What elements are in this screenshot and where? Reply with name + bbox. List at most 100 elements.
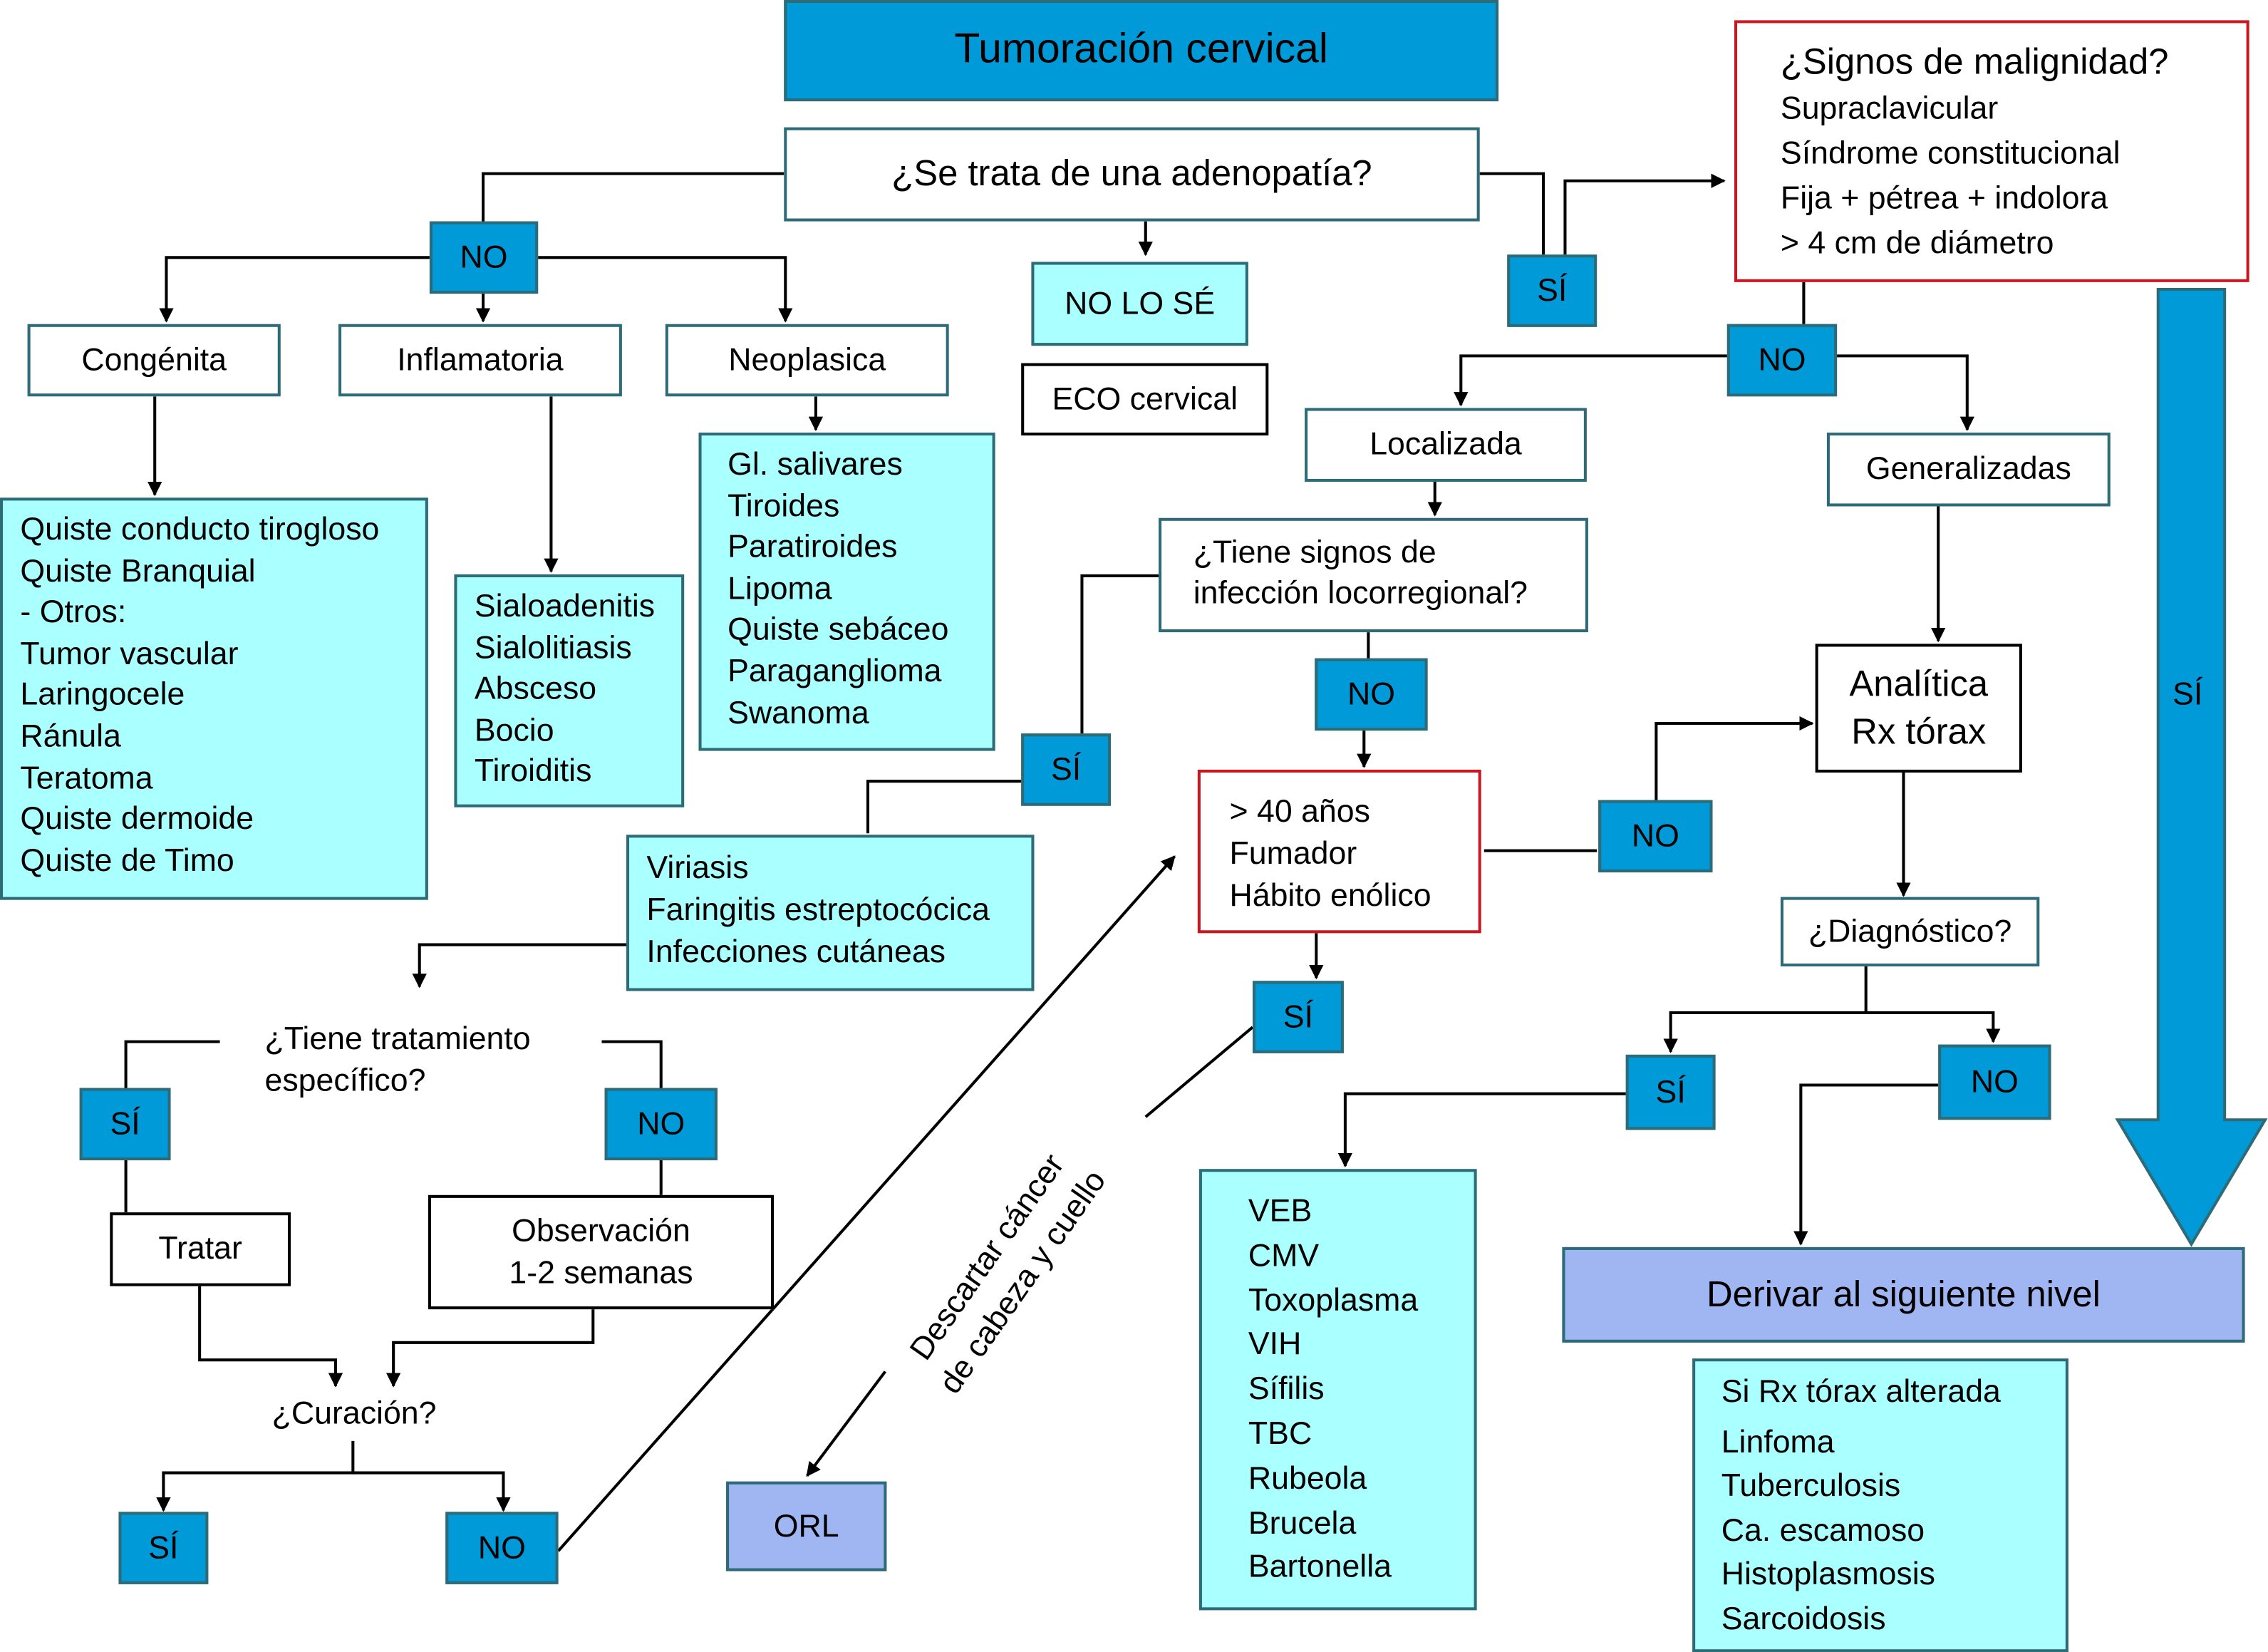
neoplasica-box: Neoplasica — [665, 324, 949, 397]
line-tratamiento-no — [601, 1040, 663, 1088]
list-item: Paraganglioma — [727, 652, 942, 689]
infeccion-question: ¿Tiene signos de infección locorregional… — [1159, 517, 1588, 633]
decision-no-riesgo: NO — [1598, 800, 1713, 873]
list-item: Quiste dermoide — [20, 800, 254, 837]
localizada-box: Localizada — [1305, 408, 1587, 482]
tratamiento-question-line: ¿Tiene tratamiento — [264, 1020, 531, 1056]
list-item: Viriasis — [646, 849, 749, 886]
arrow-diagnostico-no — [1865, 1011, 2001, 1043]
arrow-si-malignidad — [1563, 173, 1726, 255]
list-item: Fumador — [1229, 835, 1357, 872]
question-adenopatia: ¿Se trata de una adenopatía? — [784, 127, 1480, 222]
decision-no-infeccion: NO — [1315, 658, 1428, 731]
list-item: Quiste conducto tirogloso — [20, 510, 380, 547]
arrow-descartar-orl — [806, 1370, 886, 1477]
list-item: Faringitis estreptocócica — [646, 891, 990, 928]
arrow-diagnostico-si — [1663, 966, 1868, 1053]
decision-no-diagnostico: NO — [1938, 1044, 2051, 1120]
tratar-box: Tratar — [110, 1212, 291, 1286]
list-item: TBC — [1248, 1415, 1312, 1452]
localizada-text: Localizada — [1369, 425, 1522, 462]
derivar-text: Derivar al siguiente nivel — [1707, 1274, 2101, 1315]
congenita-box: Congénita — [27, 324, 281, 397]
line-adenopatia-no — [481, 172, 785, 222]
decision-no-adenopatia: NO — [429, 221, 539, 294]
list-item: Ránula — [20, 717, 121, 754]
neoplasica-list: Gl. salivares Tiroides Paratiroides Lipo… — [698, 432, 995, 751]
malignidad-title: ¿Signos de malignidad? — [1780, 41, 2169, 83]
list-item: Sífilis — [1248, 1370, 1325, 1407]
arrow-observacion-curacion — [386, 1309, 595, 1388]
congenita-text: Congénita — [81, 341, 227, 378]
list-item: Linfoma — [1721, 1423, 1835, 1460]
arrow-tratar-curacion — [198, 1286, 343, 1388]
title-text: Tumoración cervical — [954, 26, 1328, 73]
decision-si-tratamiento: SÍ — [79, 1088, 171, 1161]
line-tratamiento-si — [124, 1040, 220, 1088]
list-item: Teratoma — [20, 758, 153, 795]
list-item: > 40 años — [1229, 793, 1370, 830]
list-item: Quiste Branquial — [20, 552, 256, 589]
list-item: VIH — [1248, 1326, 1302, 1363]
rx-alterada-box: Si Rx tórax alterada Linfoma Tuberculosi… — [1692, 1358, 2068, 1652]
list-item: Swanoma — [727, 693, 869, 731]
list-item: Histoplasmosis — [1721, 1555, 1936, 1591]
decision-no-malignidad: NO — [1726, 324, 1838, 397]
tratamiento-question-line: específico? — [264, 1062, 426, 1098]
list-item: Sialoadenitis — [474, 587, 656, 624]
list-item: Sarcoidosis — [1721, 1599, 1886, 1636]
question-adenopatia-text: ¿Se trata de una adenopatía? — [891, 153, 1372, 195]
no-label: NO — [1631, 817, 1679, 854]
si-label: SÍ — [1283, 998, 1314, 1034]
decision-no-curacion: NO — [445, 1512, 559, 1584]
decision-si-riesgo: SÍ — [1252, 981, 1344, 1053]
generalizadas-text: Generalizadas — [1865, 450, 2071, 487]
eco-cervical-box: ECO cervical — [1021, 363, 1269, 436]
list-item: Laringocele — [20, 676, 185, 713]
arrow-no-generalizadas — [1837, 354, 1974, 431]
si-label: SÍ — [1537, 272, 1568, 308]
inflamatoria-text: Inflamatoria — [397, 341, 564, 378]
list-item: Gl. salivares — [727, 445, 903, 482]
si-label: SÍ — [1050, 750, 1082, 787]
analitica-line: Analítica — [1849, 664, 1989, 705]
si-label: SÍ — [1655, 1073, 1686, 1110]
list-item: Hábito enólico — [1229, 877, 1431, 913]
list-item: CMV — [1248, 1237, 1320, 1273]
tratamiento-question: ¿Tiene tratamiento específico? — [264, 1017, 530, 1101]
orl-text: ORL — [773, 1507, 839, 1544]
list-item: Paratiroides — [727, 528, 898, 565]
riesgo-box: > 40 años Fumador Hábito enólico — [1197, 769, 1481, 934]
decision-si-infeccion: SÍ — [1021, 733, 1112, 806]
list-item: Quiste de Timo — [20, 841, 234, 878]
diagnostico-box: ¿Diagnóstico? — [1780, 897, 2040, 967]
infecciones-gen-list: VEB CMV Toxoplasma VIH Sífilis TBC Rubeo… — [1198, 1169, 1477, 1611]
arrow-curacion-si — [156, 1440, 355, 1512]
malignidad-box: ¿Signos de malignidad? Supraclavicular S… — [1734, 20, 2249, 282]
inflamatoria-list: Sialoadenitis Sialolitiasis Absceso Boci… — [454, 574, 685, 807]
eco-cervical-text: ECO cervical — [1052, 380, 1238, 417]
decision-si-adenopatia: SÍ — [1507, 254, 1598, 327]
analitica-box: Analítica Rx tórax — [1815, 644, 2022, 773]
rx-alterada-title: Si Rx tórax alterada — [1721, 1373, 2001, 1410]
arrow-no-derivar — [1793, 1083, 1939, 1246]
no-label: NO — [477, 1529, 526, 1565]
big-arrow-si-label: SÍ — [2173, 676, 2203, 712]
list-item: VEB — [1248, 1192, 1312, 1229]
list-item: Bartonella — [1248, 1548, 1392, 1585]
line-si-infecciones — [866, 780, 1022, 834]
decision-si-diagnostico: SÍ — [1625, 1054, 1716, 1130]
no-label: NO — [460, 238, 508, 275]
list-item: Tuberculosis — [1721, 1467, 1901, 1504]
inflamatoria-box: Inflamatoria — [338, 324, 622, 397]
list-item: Síndrome constitucional — [1780, 134, 2121, 171]
arrow-no-congenita — [159, 256, 430, 323]
list-item: Infecciones cutáneas — [646, 933, 946, 970]
list-item: Bocio — [474, 711, 554, 748]
list-item: Sialolitiasis — [474, 629, 632, 665]
list-item: Ca. escamoso — [1721, 1511, 1925, 1548]
line-si-descartar — [1144, 1026, 1254, 1118]
list-item: Tiroides — [727, 487, 840, 524]
diagnostico-text: ¿Diagnóstico? — [1808, 912, 2012, 949]
